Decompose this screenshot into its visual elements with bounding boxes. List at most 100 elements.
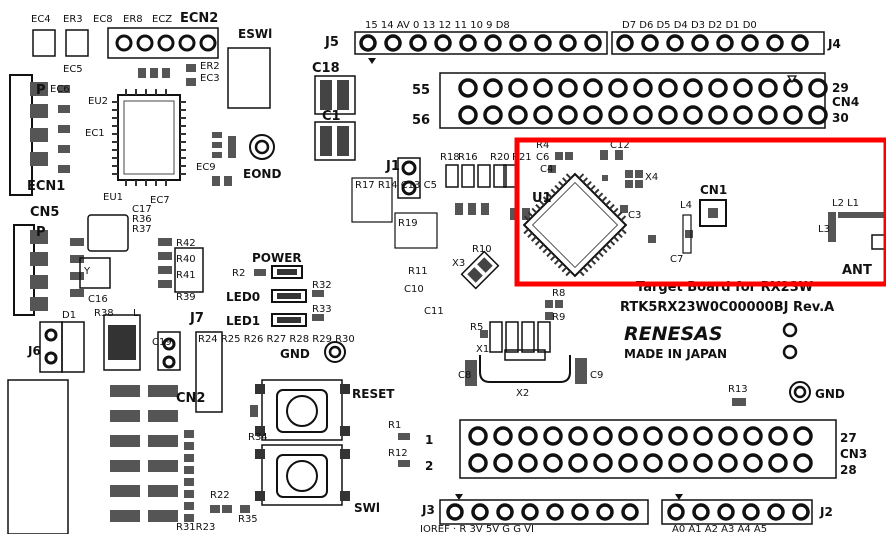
r18-label: R18 (440, 152, 460, 163)
header-pin (484, 34, 502, 52)
header-pin (608, 78, 628, 98)
eswl-label: ESWl (238, 27, 272, 41)
header-pin (568, 426, 588, 446)
ecn2-label: ECN2 (180, 11, 218, 26)
ec9-label: EC9 (196, 162, 216, 173)
header-pin (808, 105, 828, 125)
header-pin (691, 34, 709, 52)
r9-label: R9 (552, 312, 565, 323)
ec5-label: EC5 (63, 64, 83, 75)
ant-label: ANT (842, 263, 872, 278)
pin28-label: 28 (840, 463, 857, 477)
reset-switch (255, 379, 350, 441)
c16-label: C16 (88, 294, 108, 305)
r20-label: R20 (490, 152, 510, 163)
cn3-label: CN3 (840, 447, 867, 461)
ec1-label: EC1 (85, 128, 105, 139)
header-pin (468, 453, 488, 473)
r42-label: R42 (176, 238, 196, 249)
header-pin (708, 78, 728, 98)
power-label: POWER (252, 251, 302, 265)
header-pin (583, 78, 603, 98)
header-pin (459, 34, 477, 52)
j4-label: J4 (827, 37, 841, 51)
header-pin (716, 34, 734, 52)
j3-header (439, 499, 649, 525)
header-pin (718, 426, 738, 446)
header-pin (384, 34, 402, 52)
r10-label: R10 (472, 244, 492, 255)
j3-label: J3 (421, 503, 435, 517)
pin2-label: 2 (425, 459, 433, 473)
cn4-label: CN4 (832, 95, 859, 109)
c6-label: C6 (536, 152, 549, 163)
er2-label: ER2 (200, 61, 220, 72)
j2-header (661, 499, 813, 525)
pin1-label: 1 (425, 433, 433, 447)
r13-label: R13 (728, 384, 748, 395)
x3-crystal (460, 250, 500, 290)
j5-header (354, 31, 608, 55)
r32-label: R32 (312, 280, 332, 291)
header-pin (496, 503, 514, 521)
header-pin (693, 453, 713, 473)
header-pin (683, 78, 703, 98)
header-pin (767, 503, 785, 521)
renesas-logo: RENESAS (624, 323, 723, 345)
x3-label: X3 (452, 258, 465, 269)
j3-pin-row: IOREF · R 3V 5V G G VI (420, 524, 534, 534)
header-pin (571, 503, 589, 521)
header-pin (733, 78, 753, 98)
er3-label: ER3 (63, 14, 83, 25)
header-pin (509, 34, 527, 52)
reset-label: RESET (352, 387, 395, 401)
ec6-label: EC6 (50, 84, 70, 95)
x1-label: X1 (476, 344, 489, 355)
header-pin (666, 34, 684, 52)
y-label: Y (83, 266, 91, 277)
r4-label: R4 (536, 140, 549, 151)
r37-label: R37 (132, 224, 152, 235)
header-pin (808, 78, 828, 98)
u1-label: U1 (532, 191, 552, 206)
header-pin (543, 426, 563, 446)
led-area (254, 265, 324, 327)
header-pin (533, 78, 553, 98)
gnd-label-2: GND (815, 387, 845, 401)
header-pin (521, 503, 539, 521)
cn3-header (459, 419, 837, 479)
x2-label: X2 (516, 388, 529, 399)
r23-label: R31R23 (176, 522, 215, 533)
header-pin (409, 34, 427, 52)
r2-label: R2 (232, 268, 245, 279)
c1-label: C1 (322, 109, 341, 124)
header-pin (518, 426, 538, 446)
ec4-label: EC4 (31, 14, 51, 25)
pin29-label: 29 (832, 81, 849, 95)
header-pin (471, 503, 489, 521)
header-pin (768, 426, 788, 446)
pin55-label: 55 (412, 83, 430, 98)
header-pin (633, 78, 653, 98)
swl-label: SWl (354, 501, 380, 515)
r19-label: R19 (398, 218, 418, 229)
header-pin (468, 426, 488, 446)
header-pin (508, 105, 528, 125)
header-pin (583, 105, 603, 125)
x2-crystal (479, 349, 571, 383)
r39-label: R39 (176, 292, 196, 303)
j2-label: J2 (819, 505, 833, 519)
header-pin (559, 34, 577, 52)
c9-label: C9 (590, 370, 603, 381)
c18-label: C18 (312, 61, 340, 76)
l3-label: L3 (818, 224, 830, 235)
ec7-label: EC7 (150, 195, 170, 206)
highlight-rectangle (514, 137, 886, 287)
pin56-label: 56 (412, 113, 430, 128)
r36-label: R36 (132, 214, 152, 225)
r38-label: R38 (94, 308, 114, 319)
r1-label: R1 (388, 420, 401, 431)
r11-label: R11 (408, 266, 428, 277)
c8-label: C8 (458, 370, 471, 381)
header-pin (658, 78, 678, 98)
